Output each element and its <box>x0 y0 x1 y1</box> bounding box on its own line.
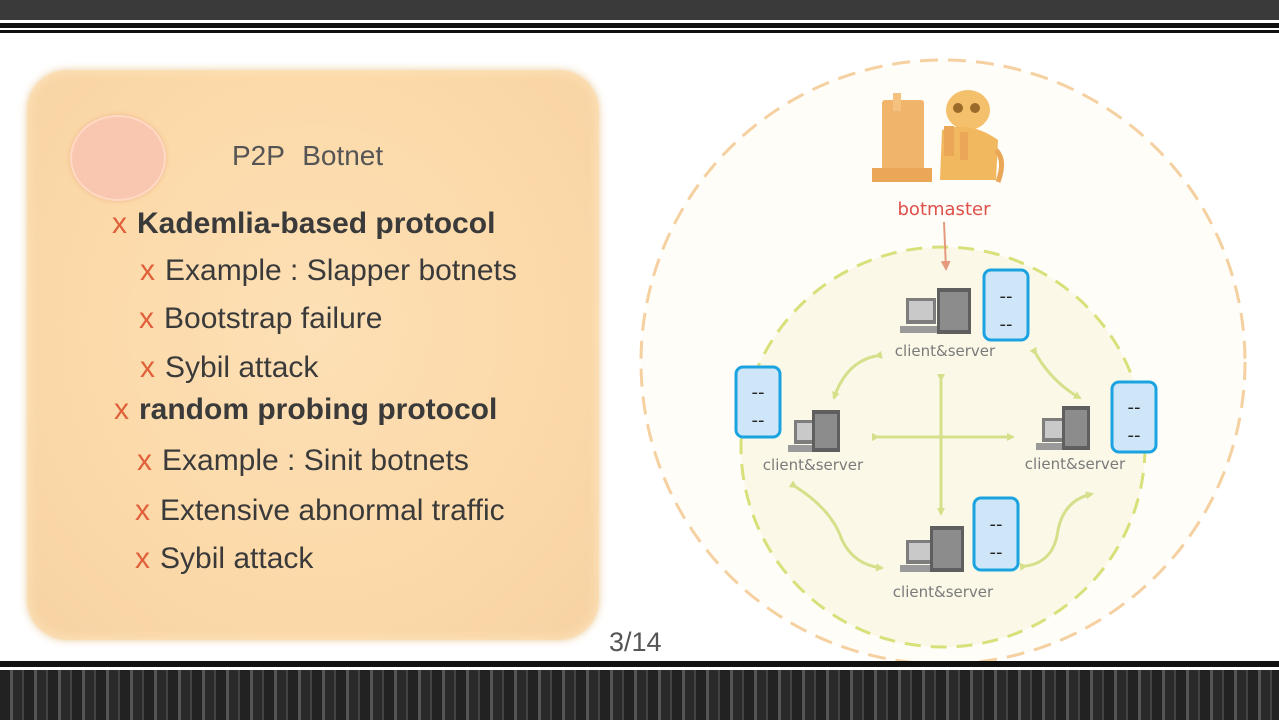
top-rule <box>0 20 1279 23</box>
top-rule <box>0 23 1279 28</box>
top-rule <box>0 28 1279 30</box>
node-label-left: client&server <box>763 456 864 474</box>
routing-table-entry: -- <box>1000 314 1013 335</box>
bullet-marker: x <box>140 254 155 287</box>
routing-table-entry: -- <box>1000 286 1013 307</box>
bottom-decor-band <box>0 670 1279 720</box>
node-label-top: client&server <box>895 342 996 360</box>
routing-table-right: -- -- <box>1110 380 1158 454</box>
bullet-item: x Sybil attack <box>135 542 313 576</box>
bullet-text: Sybil attack <box>165 351 319 384</box>
routing-table-left: -- -- <box>734 365 782 439</box>
bullet-text: Example : Slapper botnets <box>165 254 517 287</box>
computer-icon-right <box>1036 406 1090 450</box>
bullet-marker: x <box>112 207 127 240</box>
bullet-text: Sybil attack <box>160 542 314 575</box>
routing-table-top: -- -- <box>982 268 1030 342</box>
bottom-rule <box>0 661 1279 667</box>
decorative-circle <box>70 115 166 201</box>
page-number: 3/14 <box>609 627 662 657</box>
routing-table-bottom: -- -- <box>972 496 1020 572</box>
routing-table-entry: -- <box>990 514 1003 535</box>
routing-table-entry: -- <box>1128 425 1141 446</box>
routing-table-entry: -- <box>752 382 765 403</box>
bullet-text: random probing protocol <box>139 393 498 426</box>
link-arrow-curve-bl <box>788 480 884 572</box>
link-arrow-curve-br <box>1019 491 1094 571</box>
bullet-marker: x <box>140 351 155 384</box>
top-decor-band <box>0 0 1279 20</box>
bullet-marker: x <box>137 444 152 477</box>
node-label-bottom: client&server <box>893 583 994 601</box>
botmaster-icon <box>872 90 1004 183</box>
bullet-text: Kademlia-based protocol <box>137 207 496 240</box>
bullet-text: Bootstrap failure <box>164 302 383 335</box>
bullet-item: x Example : Sinit botnets <box>137 444 469 478</box>
bullet-item: x Kademlia-based protocol <box>112 207 495 241</box>
bullet-item: x Extensive abnormal traffic <box>135 494 505 528</box>
computer-icon-top <box>900 288 971 334</box>
top-rule <box>0 30 1279 33</box>
computer-icon-left <box>788 410 840 452</box>
link-arrow-curve-tr <box>1029 346 1082 400</box>
bullet-text: Example : Sinit botnets <box>162 444 469 477</box>
bullet-item: x random probing protocol <box>114 393 497 427</box>
bullet-marker: x <box>114 393 129 426</box>
bullet-marker: x <box>135 542 150 575</box>
link-arrow-curve-tl <box>832 350 883 400</box>
routing-table-entry: -- <box>990 542 1003 563</box>
routing-table-entry: -- <box>1128 397 1141 418</box>
bullet-item: x Example : Slapper botnets <box>140 254 517 288</box>
bullet-text: Extensive abnormal traffic <box>160 494 505 527</box>
slide-title: P2P Botnet <box>232 140 384 171</box>
bullet-item: x Bootstrap failure <box>139 302 382 336</box>
routing-table-entry: -- <box>752 410 765 431</box>
bullet-marker: x <box>135 494 150 527</box>
computer-icon-bottom <box>900 526 964 572</box>
node-label-right: client&server <box>1025 455 1126 473</box>
command-arrow <box>940 221 951 271</box>
bullet-item: x Sybil attack <box>140 351 318 385</box>
botmaster-label: botmaster <box>898 199 992 220</box>
bullet-marker: x <box>139 302 154 335</box>
